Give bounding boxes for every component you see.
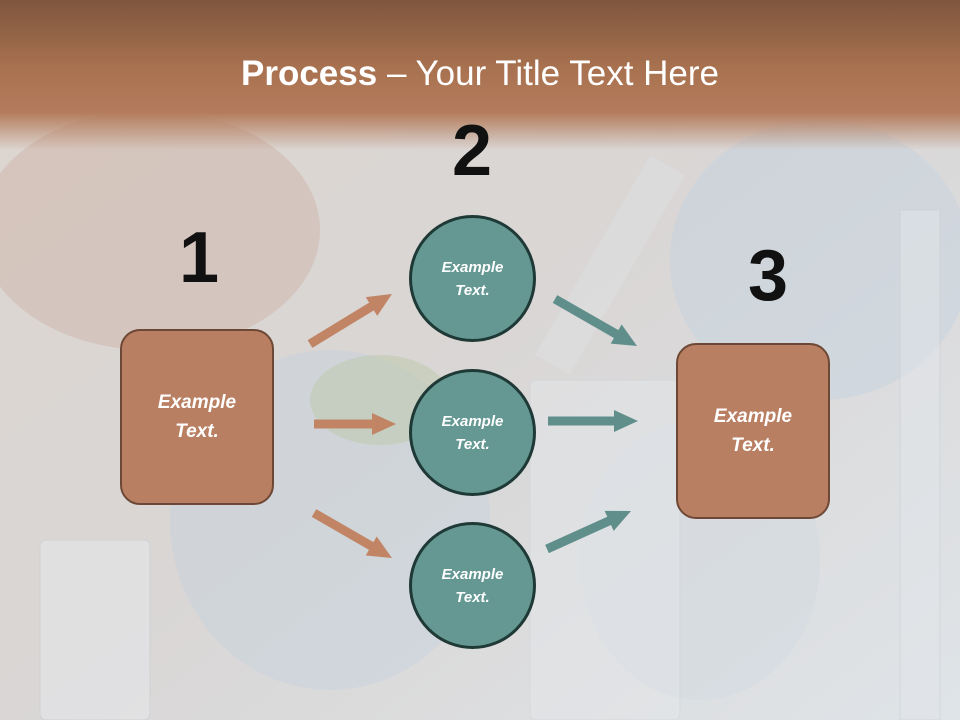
step-number-1: 1: [178, 218, 220, 298]
arrow-box1-to-circle-top: [307, 293, 393, 348]
arrow-circle-top-to-box3: [552, 295, 637, 346]
arrow-circle-middle-to-box3: [548, 410, 638, 432]
title-band: [0, 0, 960, 150]
step-3-text: Example Text.: [713, 406, 793, 456]
circle-middle-text: Example Text.: [441, 412, 504, 453]
step-1-box: Example Text.: [120, 329, 274, 505]
title-rest: – Your Title Text Here: [377, 54, 719, 93]
circle-top-text: Example Text.: [441, 258, 504, 299]
arrow-circle-bottom-to-box3: [545, 510, 631, 554]
step-2-circle-bottom: Example Text.: [409, 522, 536, 649]
step-2-circle-middle: Example Text.: [409, 369, 536, 496]
step-number-2: 2: [451, 111, 493, 191]
step-3-box: Example Text.: [676, 343, 830, 519]
slide-title: Process – Your Title Text Here: [0, 52, 960, 96]
arrow-box1-to-circle-middle: [314, 413, 396, 435]
step-2-circle-top: Example Text.: [409, 215, 536, 342]
arrow-box1-to-circle-bottom: [311, 509, 393, 559]
step-1-text: Example Text.: [157, 392, 237, 442]
step-number-3: 3: [747, 236, 789, 316]
circle-bottom-text: Example Text.: [441, 565, 504, 606]
title-bold: Process: [241, 54, 378, 93]
